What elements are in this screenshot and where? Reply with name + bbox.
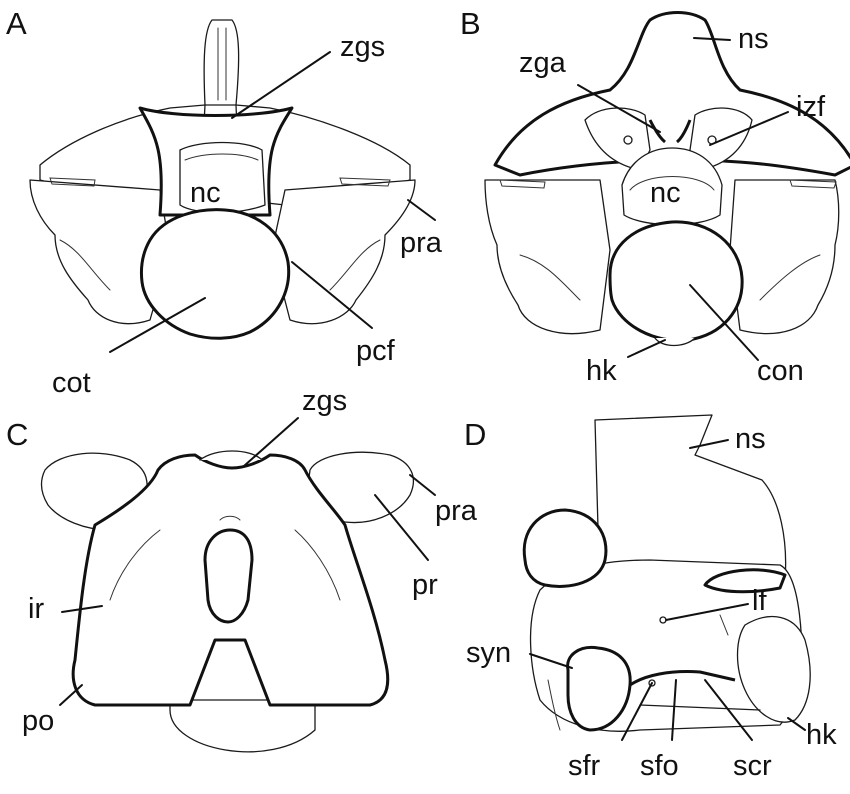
label-d-sfo: sfo <box>640 750 679 782</box>
panel-a-neural-spine <box>203 19 240 106</box>
panel-a-letter: A <box>6 6 27 41</box>
label-a-pra: pra <box>400 227 443 259</box>
label-c-po: po <box>22 705 54 737</box>
panel-b-left-izf-pit <box>623 135 633 145</box>
panel-a-right-process <box>271 179 416 325</box>
label-c-ir: ir <box>28 593 44 625</box>
label-d-lf: lf <box>752 585 767 617</box>
panel-b-left-process <box>484 179 611 335</box>
label-b-con: con <box>757 355 804 387</box>
label-c-zgs: zgs <box>302 385 347 417</box>
label-d-ns: ns <box>735 423 766 455</box>
label-a-zgs: zgs <box>340 31 385 63</box>
panel-b-zygantrum <box>648 119 692 144</box>
label-c-pr: pr <box>412 569 438 601</box>
label-b-zga: zga <box>519 47 567 79</box>
panel-d-letter: D <box>464 417 486 452</box>
panel-c-neural-spine <box>203 528 254 624</box>
panel-b: B ns zga izf nc hk con <box>460 6 850 387</box>
label-d-hk: hk <box>806 719 837 751</box>
label-b-ns: ns <box>738 23 769 55</box>
label-b-hk: hk <box>586 355 617 387</box>
panel-d-condyle <box>736 615 811 723</box>
label-d-sfr: sfr <box>568 750 601 782</box>
panel-c-letter: C <box>6 417 28 452</box>
panel-b-condyle <box>608 220 744 343</box>
panel-c-posterior-shadow <box>169 699 316 753</box>
panel-a-neural-canal <box>179 141 266 214</box>
panel-d-synapophysis <box>566 645 632 732</box>
label-b-izf: izf <box>796 91 826 123</box>
panel-b-right-process <box>729 179 840 335</box>
panel-a-left-process <box>29 179 171 325</box>
panel-a: A zgs nc pra pcf cot <box>6 6 443 399</box>
panel-d-prezygapophysis <box>522 508 608 588</box>
label-a-cot: cot <box>52 367 91 399</box>
label-a-nc: nc <box>190 177 221 209</box>
panel-b-letter: B <box>460 6 481 41</box>
panel-c: C zgs pra pr ir po <box>6 385 478 753</box>
panel-d-postzygapophysis <box>703 568 787 594</box>
label-c-pra: pra <box>435 495 478 527</box>
label-b-nc: nc <box>650 177 681 209</box>
label-d-scr: scr <box>733 750 772 782</box>
label-a-pcf: pcf <box>356 335 396 367</box>
panel-d: D ns lf syn hk sfr sfo scr <box>464 414 837 782</box>
label-d-syn: syn <box>466 637 511 669</box>
panel-a-cotyle <box>139 208 291 340</box>
